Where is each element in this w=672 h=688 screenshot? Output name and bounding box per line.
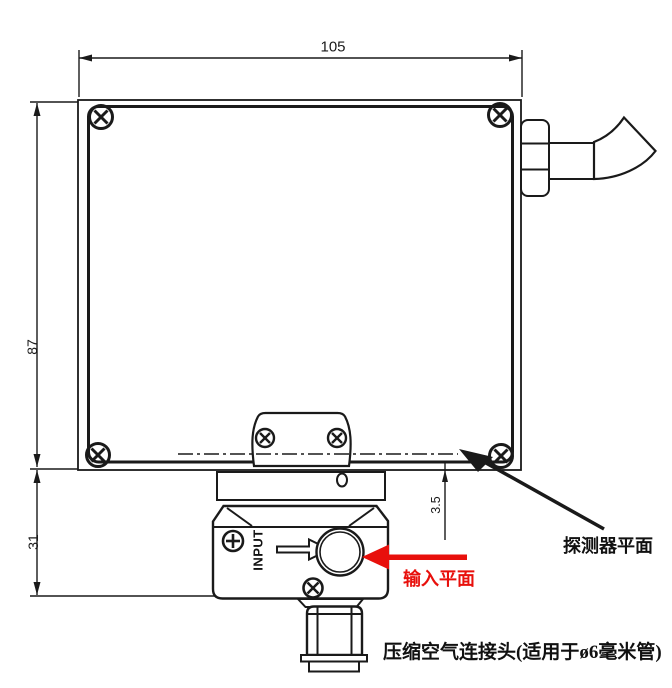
input-plane-label: 输入平面 [403, 569, 475, 589]
red-arrow-shaft [387, 554, 467, 560]
input-block [211, 504, 390, 600]
screw-icon [85, 442, 111, 468]
input-port-label: INPUT [250, 529, 266, 571]
input-port-inner-circle [319, 531, 361, 573]
screw-icon [254, 427, 276, 449]
leader-arrowhead-icon [459, 449, 493, 472]
gland-body [520, 119, 550, 197]
air-fitting [295, 598, 368, 673]
dimension-label-offset: 3.5 [428, 496, 443, 514]
corner-screws [85, 102, 514, 469]
red-arrowhead-icon [362, 544, 389, 570]
screw-icon [88, 104, 114, 130]
air-connector-label: 压缩空气连接头(适用于ø6毫米管) [383, 642, 662, 663]
screw-slot [492, 107, 508, 123]
cable-bend [592, 115, 657, 181]
chamfer-line [348, 507, 375, 527]
screw-icon [326, 427, 348, 449]
bracket-outline [251, 411, 352, 468]
arrowhead-icon [509, 54, 522, 62]
arrowhead-icon [33, 103, 41, 116]
arrowhead-icon [33, 470, 41, 483]
cable-gland [520, 115, 657, 197]
screw-slot [259, 432, 271, 444]
screw-slot [90, 447, 106, 463]
fitting-base [308, 660, 360, 673]
screw-slot [93, 109, 109, 125]
enclosure [77, 99, 522, 471]
screw-icon [488, 443, 514, 469]
input-port-circle [315, 527, 365, 577]
chamfer-line [226, 507, 253, 527]
screw-icon [487, 102, 513, 128]
leader-line [485, 461, 605, 531]
dimension-label-height: 87 [24, 339, 40, 355]
dimension-label-width: 105 [320, 38, 346, 56]
screw-icon [221, 529, 245, 553]
plate-outline [216, 471, 386, 501]
front-panel [87, 105, 514, 464]
arrowhead-icon [33, 454, 41, 467]
adapter-plate [216, 471, 386, 501]
detector-plane-leader [459, 449, 605, 531]
dimension-87 [30, 101, 78, 467]
detector-plane-label: 探测器平面 [563, 536, 653, 556]
arrowhead-icon [33, 582, 41, 595]
mounting-bracket [251, 411, 352, 468]
plate-hole [336, 472, 348, 488]
arrowhead-icon [442, 470, 448, 482]
screw-slot [306, 581, 320, 595]
arrowhead-icon [79, 54, 92, 62]
fitting-body [305, 605, 364, 657]
dimension-105 [78, 50, 523, 97]
dimension-label-lower-height: 31 [25, 534, 41, 550]
bracket-screws [254, 427, 348, 449]
input-plane-arrow [362, 544, 467, 570]
screw-slot [493, 448, 509, 464]
screw-slot [331, 432, 343, 444]
enclosure-outline [77, 99, 522, 471]
